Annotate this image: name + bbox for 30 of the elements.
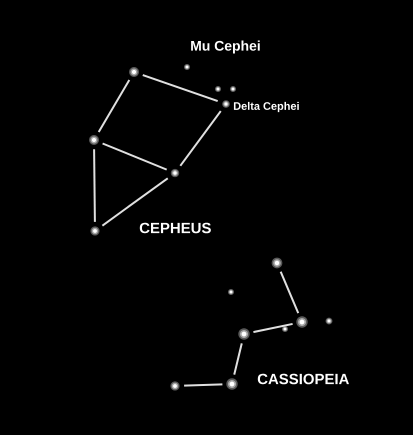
star <box>226 378 238 390</box>
constellation-line <box>142 74 218 102</box>
constellation-line <box>180 110 222 166</box>
constellation-line <box>98 79 130 132</box>
star <box>129 67 139 77</box>
star <box>228 288 234 296</box>
star <box>282 326 288 332</box>
constellation-line <box>280 271 300 314</box>
star <box>90 226 100 236</box>
star-name: Mu Cephei <box>191 40 260 54</box>
constellation-line <box>102 142 168 171</box>
constellation-name: CEPHEUS <box>140 222 211 234</box>
star <box>272 258 282 268</box>
constellation-line <box>93 149 96 222</box>
constellation-name: CASSIOPEIA <box>258 374 349 384</box>
constellation-line <box>233 343 243 375</box>
star <box>170 381 180 391</box>
star <box>184 64 190 70</box>
star <box>326 318 332 324</box>
constellation-line <box>253 322 293 334</box>
constellation-line <box>102 177 168 226</box>
constellation-line <box>184 383 222 387</box>
star <box>238 328 250 340</box>
star <box>170 168 180 178</box>
star <box>222 100 230 108</box>
star <box>230 86 236 92</box>
star <box>214 86 222 92</box>
star-name: Delta Cephei <box>234 102 299 112</box>
star <box>296 316 308 328</box>
star <box>89 135 99 145</box>
